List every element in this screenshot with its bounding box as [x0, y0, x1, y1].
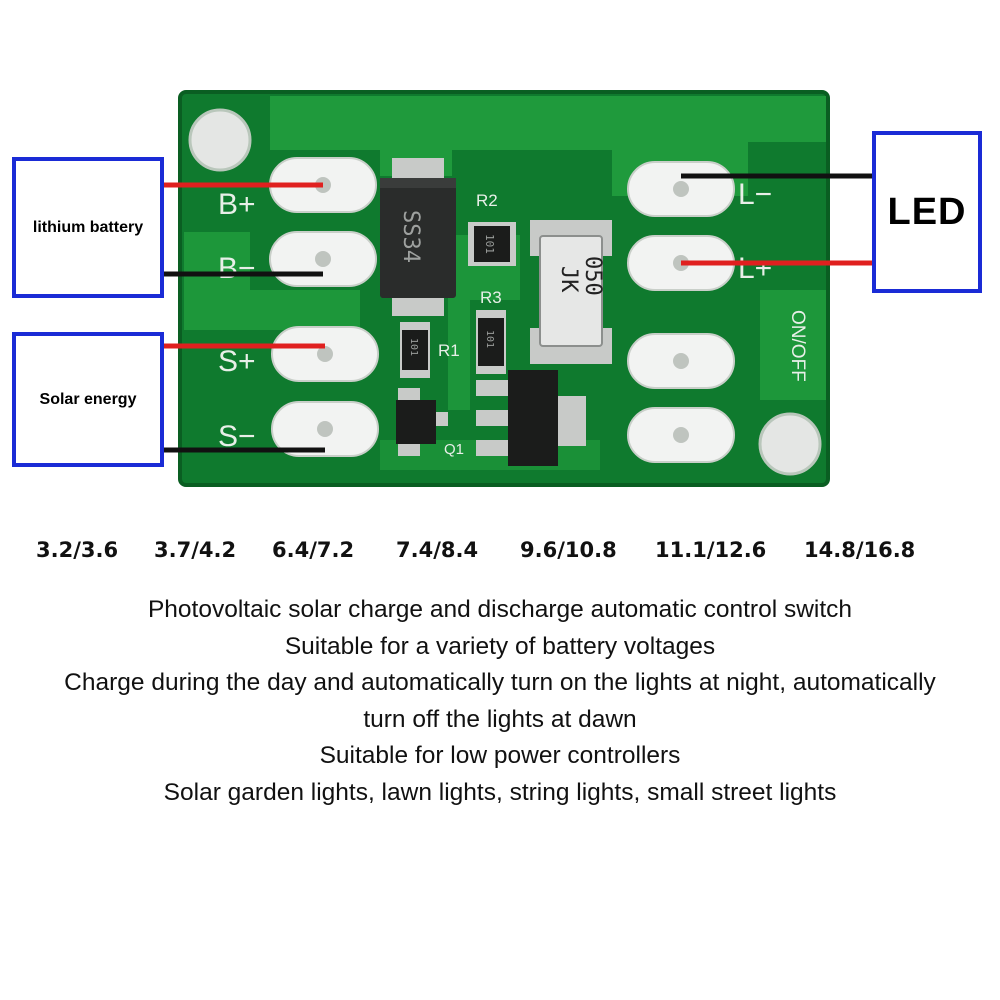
- pad-b-minus: [269, 231, 377, 287]
- pad-l-minus: [627, 161, 735, 217]
- pad-s-plus: [271, 326, 379, 382]
- mosfet: [476, 370, 586, 466]
- solar-label-box: Solar energy: [12, 332, 164, 467]
- led-label-box: LED: [872, 131, 982, 293]
- silk-l-plus: L+: [738, 252, 772, 285]
- description-line: Photovoltaic solar charge and discharge …: [147, 596, 853, 623]
- pad-s-minus: [271, 401, 379, 457]
- voltage-item: 9.6/10.8: [520, 538, 617, 562]
- pcb-diagram: B+ B− S+ S− L− L+ ON/OFF R2 R3 R1 Q1 SS3…: [164, 90, 872, 487]
- transistor-q1: [396, 388, 448, 456]
- resistor-r1: 101: [400, 322, 430, 378]
- description-line: Charge during the day and automatically …: [64, 669, 936, 696]
- diode-ss34: SS34: [380, 158, 456, 316]
- pcb-board-edge: [178, 90, 830, 487]
- fuse-jk050: JK 050: [530, 220, 612, 364]
- voltage-item: 3.7/4.2: [154, 538, 237, 562]
- mounting-hole-bottom-right: [758, 412, 822, 476]
- description-line: Suitable for low power controllers: [319, 742, 681, 769]
- silk-q1: Q1: [444, 441, 464, 458]
- pad-switch-2: [627, 407, 735, 463]
- pad-switch-1: [627, 333, 735, 389]
- copper-pour-middle: [448, 235, 520, 410]
- silk-s-plus: S+: [218, 345, 256, 378]
- led-label: LED: [887, 190, 967, 233]
- resistor-r2: 101: [468, 222, 516, 266]
- description-line: Solar garden lights, lawn lights, string…: [163, 778, 837, 806]
- resistor-r3-marking: 101: [484, 330, 495, 348]
- battery-label: lithium battery: [32, 218, 144, 236]
- copper-pour-right: [760, 290, 826, 400]
- diode-marking: SS34: [398, 210, 423, 263]
- resistor-r1-marking: 101: [408, 338, 419, 356]
- silk-r2: R2: [476, 191, 498, 210]
- resistor-r3: 101: [476, 310, 506, 374]
- mounting-hole-top-left: [188, 108, 252, 172]
- silk-b-plus: B+: [218, 188, 256, 221]
- voltage-list: 3.2/3.6 3.7/4.2 6.4/7.2 7.4/8.4 9.6/10.8…: [0, 538, 1000, 578]
- fuse-marking-line2: 050: [580, 256, 605, 296]
- resistor-r2-marking: 101: [483, 234, 496, 254]
- silk-r3: R3: [480, 288, 502, 307]
- silk-on-off: ON/OFF: [787, 310, 808, 382]
- voltage-item: 14.8/16.8: [804, 538, 916, 562]
- silk-b-minus: B−: [218, 252, 256, 285]
- fuse-marking-line1: JK: [556, 266, 581, 293]
- battery-label-box: lithium battery: [12, 157, 164, 298]
- voltage-item: 11.1/12.6: [655, 538, 767, 562]
- silk-l-minus: L−: [738, 178, 772, 211]
- copper-pour-left: [184, 232, 360, 330]
- silk-r1: R1: [438, 341, 460, 360]
- solar-label: Solar energy: [39, 390, 137, 408]
- product-description: Photovoltaic solar charge and discharge …: [20, 592, 980, 811]
- voltage-item: 6.4/7.2: [272, 538, 355, 562]
- description-line: turn off the lights at dawn: [363, 705, 637, 733]
- description-line: Suitable for a variety of battery voltag…: [284, 632, 716, 660]
- voltage-item: 7.4/8.4: [396, 538, 479, 562]
- voltage-item: 3.2/3.6: [36, 538, 119, 562]
